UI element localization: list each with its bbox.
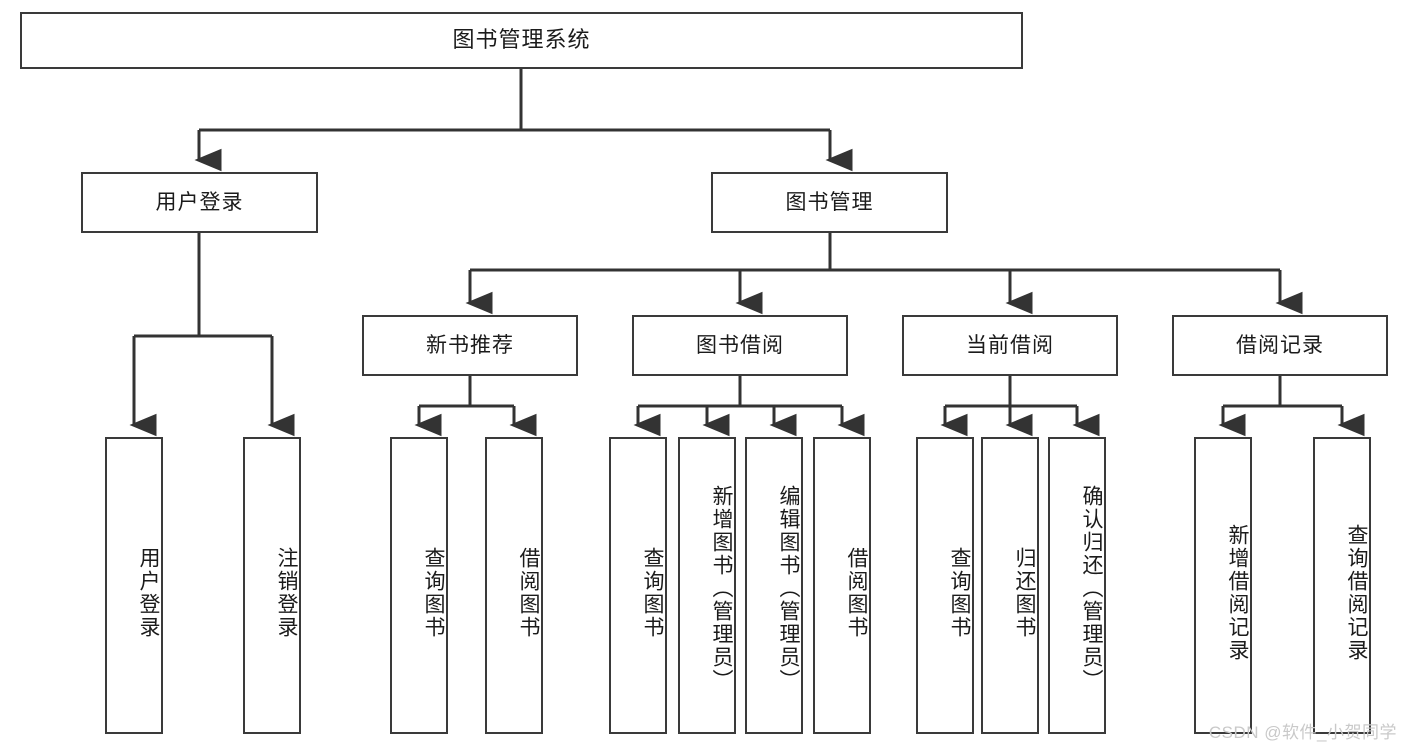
node-borrow-record-label: 借阅记录 <box>1236 333 1324 357</box>
leaf-label: 新增图书（管理员） <box>710 485 733 692</box>
leaf-user-login-logout[interactable]: 注销登录 <box>243 437 301 734</box>
leaf-label: 查询借阅记录 <box>1345 523 1368 662</box>
csdn-watermark: CSDN @软件_小贺同学 <box>1208 723 1397 742</box>
leaf-user-login-login[interactable]: 用户登录 <box>105 437 163 734</box>
leaf-label: 查询图书 <box>422 546 445 639</box>
leaf-label: 归还图书 <box>1013 546 1036 639</box>
leaf-borrow-borrow-book[interactable]: 借阅图书 <box>813 437 871 734</box>
leaf-label: 编辑图书（管理员） <box>777 485 800 692</box>
node-book-borrow[interactable]: 图书借阅 <box>632 315 848 376</box>
leaf-current-confirm-return[interactable]: 确认归还（管理员） <box>1048 437 1106 734</box>
leaf-current-return-book[interactable]: 归还图书 <box>981 437 1039 734</box>
leaf-label: 借阅图书 <box>845 546 868 639</box>
node-book-manage-label: 图书管理 <box>785 190 874 214</box>
node-book-borrow-label: 图书借阅 <box>696 333 784 357</box>
node-current-borrow[interactable]: 当前借阅 <box>902 315 1118 376</box>
leaf-current-query-book[interactable]: 查询图书 <box>916 437 974 734</box>
node-root[interactable]: 图书管理系统 <box>20 12 1023 69</box>
leaf-label: 确认归还（管理员） <box>1080 485 1103 692</box>
leaf-label: 借阅图书 <box>517 546 540 639</box>
leaf-record-query-record[interactable]: 查询借阅记录 <box>1313 437 1371 734</box>
leaf-record-add-record[interactable]: 新增借阅记录 <box>1194 437 1252 734</box>
leaf-label: 用户登录 <box>137 546 160 639</box>
node-new-book-recommend[interactable]: 新书推荐 <box>362 315 578 376</box>
leaf-borrow-edit-book[interactable]: 编辑图书（管理员） <box>745 437 803 734</box>
leaf-label: 查询图书 <box>641 546 664 639</box>
node-book-manage[interactable]: 图书管理 <box>711 172 948 233</box>
leaf-label: 查询图书 <box>948 546 971 639</box>
leaf-borrow-query-book[interactable]: 查询图书 <box>609 437 667 734</box>
node-current-borrow-label: 当前借阅 <box>966 333 1054 357</box>
leaf-recommend-borrow-book[interactable]: 借阅图书 <box>485 437 543 734</box>
leaf-borrow-add-book[interactable]: 新增图书（管理员） <box>678 437 736 734</box>
node-borrow-record[interactable]: 借阅记录 <box>1172 315 1388 376</box>
leaf-recommend-query-book[interactable]: 查询图书 <box>390 437 448 734</box>
node-user-login[interactable]: 用户登录 <box>81 172 318 233</box>
leaf-label: 注销登录 <box>275 546 298 639</box>
leaf-label: 新增借阅记录 <box>1226 523 1249 662</box>
node-user-login-label: 用户登录 <box>155 190 244 214</box>
node-new-book-recommend-label: 新书推荐 <box>426 333 514 357</box>
node-root-label: 图书管理系统 <box>452 27 591 53</box>
